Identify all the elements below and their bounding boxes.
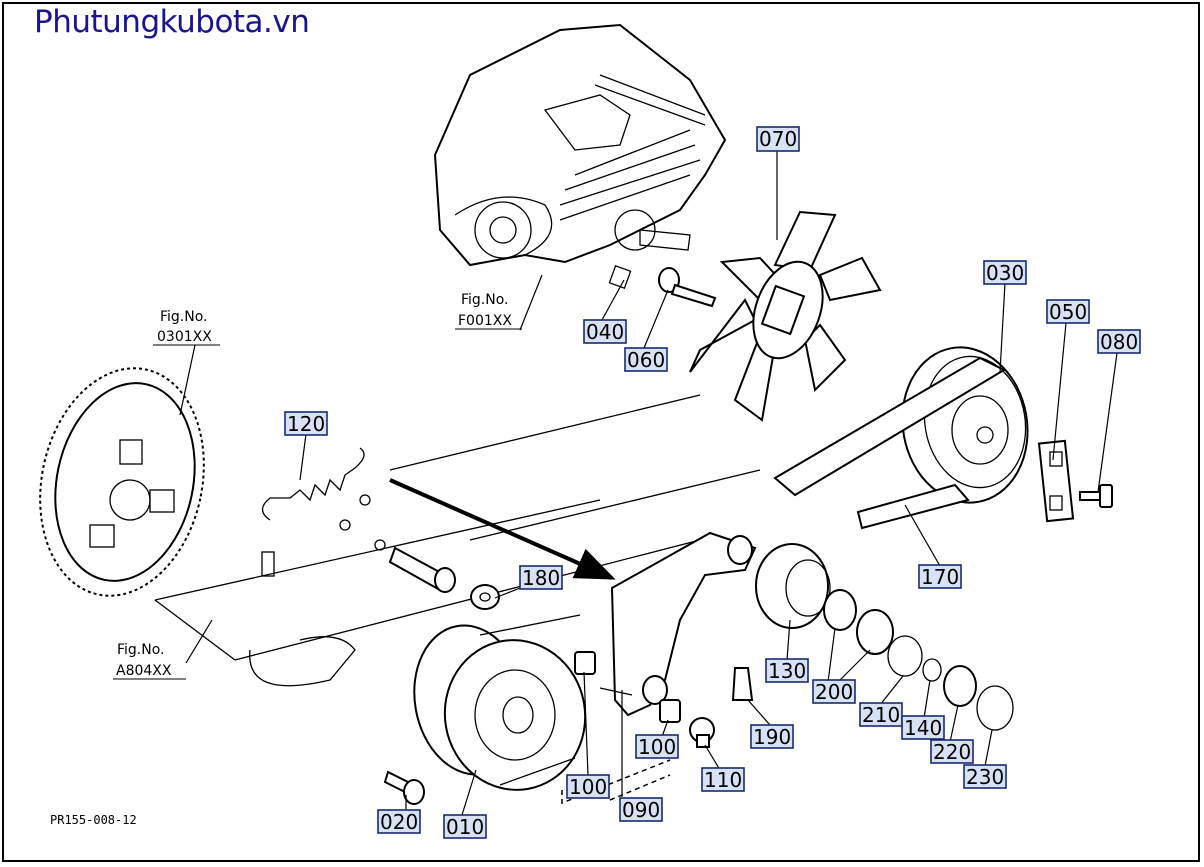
ring-gear [39, 367, 205, 597]
tension-arm [574, 531, 757, 723]
part-tag-210-label: 210 [862, 703, 900, 727]
part-tag-200-label: 200 [815, 680, 853, 704]
part-tag-170[interactable]: 170 [918, 564, 962, 589]
drawing-code: PR155-008-12 [50, 813, 137, 827]
part-tag-070-label: 070 [759, 127, 797, 151]
fig-ref-0301xx-line1: Fig.No. [160, 309, 208, 325]
part-tag-040-label: 040 [586, 320, 624, 344]
part-tag-140-label: 140 [904, 716, 942, 740]
fig-ref-a804xx: Fig.No. A804XX [113, 642, 186, 680]
bolt-020 [383, 770, 425, 805]
part-tag-100-bushing-label: 100 [569, 775, 607, 799]
part-tag-140[interactable]: 140 [901, 715, 945, 740]
brand-watermark: Phutungkubota.vn [34, 4, 310, 40]
fig-ref-f001xx-line1: Fig.No. [461, 292, 509, 308]
part-tag-020[interactable]: 020 [377, 809, 421, 834]
part-tag-020-label: 020 [380, 810, 418, 834]
bracket-050 [1037, 439, 1075, 523]
part-tag-200[interactable]: 200 [812, 679, 856, 704]
shaft [388, 546, 500, 610]
part-tag-130[interactable]: 130 [765, 658, 809, 683]
part-tag-080[interactable]: 080 [1097, 329, 1141, 354]
part-tag-230-label: 230 [966, 765, 1004, 789]
tension-pulley-130 [755, 543, 1014, 731]
bolt-110 [689, 717, 715, 748]
fig-ref-0301xx: Fig.No. 0301XX [153, 309, 220, 346]
part-tag-090[interactable]: 090 [619, 797, 663, 822]
fig-ref-0301xx-line2: 0301XX [157, 329, 212, 345]
part-tag-170-label: 170 [921, 565, 959, 589]
part-tag-010[interactable]: 010 [443, 814, 487, 839]
part-tag-190[interactable]: 190 [750, 724, 794, 749]
v-belt-170 [773, 356, 1007, 530]
grease-fitting-190 [731, 667, 754, 701]
part-tag-180[interactable]: 180 [519, 565, 563, 590]
bolt-080 [1079, 484, 1113, 508]
part-tag-100-arm[interactable]: 100 [635, 734, 679, 759]
bolt-060 [658, 267, 717, 308]
part-tag-100-bushing[interactable]: 100 [566, 774, 610, 799]
fig-ref-a804xx-line2: A804XX [116, 663, 172, 679]
part-tag-180-label: 180 [522, 566, 560, 590]
part-tag-050-label: 050 [1049, 300, 1087, 324]
part-tag-060[interactable]: 060 [624, 347, 668, 372]
fig-ref-f001xx: Fig.No. F001XX [455, 292, 522, 330]
part-tag-110-label: 110 [704, 768, 742, 792]
part-tag-060-label: 060 [627, 348, 665, 372]
part-tag-220[interactable]: 220 [930, 739, 974, 764]
part-tag-190-label: 190 [753, 725, 791, 749]
part-tag-230[interactable]: 230 [963, 764, 1007, 789]
part-tag-210[interactable]: 210 [859, 702, 903, 727]
part-tag-120[interactable]: 120 [284, 411, 328, 436]
part-tag-030[interactable]: 030 [983, 260, 1027, 285]
direction-arrow [389, 478, 616, 580]
part-tag-010-label: 010 [446, 815, 484, 839]
part-tag-040[interactable]: 040 [583, 319, 627, 344]
part-tag-070[interactable]: 070 [756, 126, 800, 152]
transmission-housing [433, 23, 727, 290]
fig-ref-f001xx-line2: F001XX [458, 313, 512, 329]
part-tag-080-label: 080 [1100, 330, 1138, 354]
part-tag-130-label: 130 [768, 659, 806, 683]
assembly-group-outline [561, 759, 671, 805]
part-tag-220-label: 220 [933, 740, 971, 764]
part-tag-120-label: 120 [287, 412, 325, 436]
fig-ref-a804xx-line1: Fig.No. [117, 642, 165, 658]
part-tag-090-label: 090 [622, 798, 660, 822]
cooling-fan [689, 210, 882, 422]
frame-rails [154, 394, 761, 687]
part-tag-100-arm-label: 100 [638, 735, 676, 759]
pulley-010 [413, 614, 587, 791]
leader-lines [179, 150, 1118, 816]
part-tag-030-label: 030 [986, 261, 1024, 285]
part-tag-110[interactable]: 110 [701, 767, 745, 792]
part-tag-050[interactable]: 050 [1046, 299, 1090, 324]
spring-120 [261, 447, 365, 577]
